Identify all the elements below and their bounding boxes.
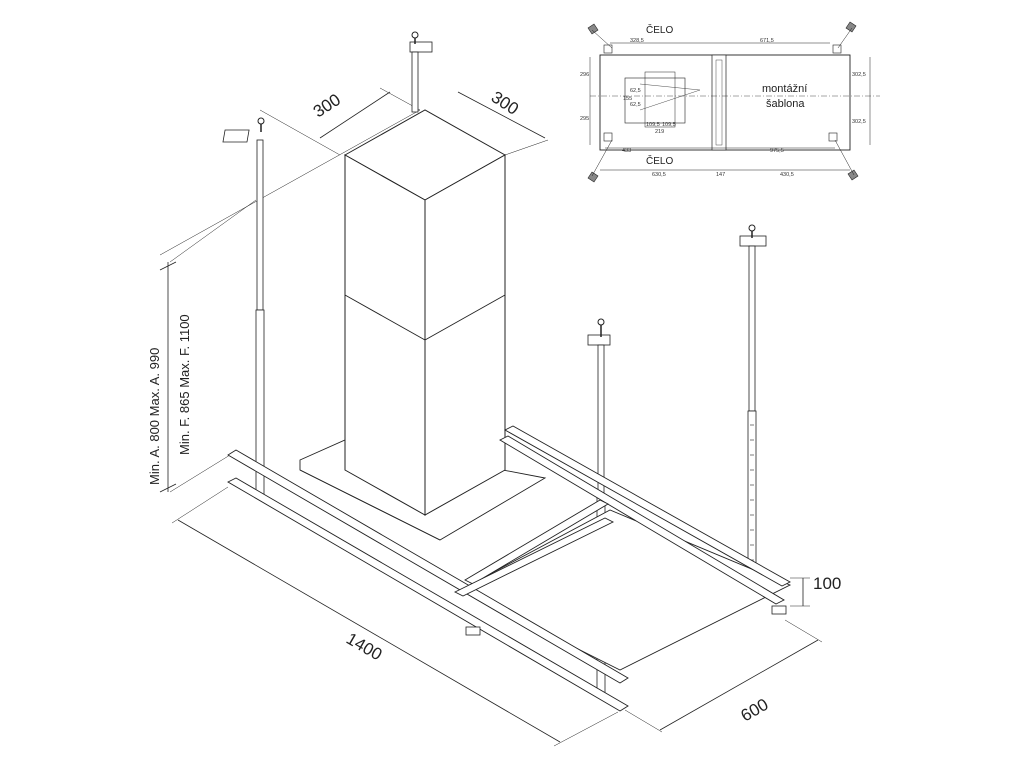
- height-dimension: Min. A. 800 Max. A. 990 Min. F. 865 Max.…: [147, 199, 257, 493]
- template-duct-dim-2: 109,5: [662, 122, 676, 128]
- template-duct-dim-5: 62,5: [630, 88, 641, 94]
- template-dim-right-2: 302,5: [852, 119, 866, 125]
- template-dim-right-1: 302,5: [852, 72, 866, 78]
- template-duct-dim-4: 155: [623, 96, 632, 102]
- template-dim-left-2: 295: [580, 116, 589, 122]
- screw-icon: [834, 139, 859, 181]
- dim-depth-label: 600: [738, 695, 772, 726]
- screw-icon: [837, 21, 857, 49]
- dim-length-label: 1400: [343, 629, 385, 664]
- dim-width-right-label: 300: [488, 87, 522, 118]
- template-dim-top-2: 671,5: [760, 38, 774, 44]
- dim-height-a-label: Min. A. 800 Max. A. 990: [147, 348, 162, 485]
- template-dim-bottom-2: 975,5: [770, 148, 784, 154]
- template-dim-left-1: 296: [580, 72, 589, 78]
- template-dim-lower-2: 147: [716, 172, 725, 178]
- template-duct-dim-1: 109,5: [646, 122, 660, 128]
- template-front-bottom-label: ČELO: [646, 154, 673, 167]
- template-front-top-label: ČELO: [646, 23, 673, 36]
- template-duct-dim-6: 62,5: [630, 102, 641, 108]
- screw-icon: [587, 139, 613, 183]
- template-dim-lower-1: 630,5: [652, 172, 666, 178]
- mounting-template: ČELO ČELO montážní šablona 328,5 671,5 4…: [580, 21, 880, 183]
- screw-icon: [587, 23, 613, 49]
- dim-frame-height-label: 100: [813, 574, 841, 593]
- template-title-line2: šablona: [766, 98, 805, 110]
- ceiling-reference-line: [159, 109, 421, 256]
- mounting-frame: [227, 425, 792, 712]
- template-dim-top-1: 328,5: [630, 38, 644, 44]
- dim-width-left-label: 300: [310, 90, 344, 121]
- template-title-line1: montážní: [762, 83, 807, 95]
- chimney: [343, 109, 507, 516]
- template-dim-bottom-1: 433: [622, 148, 631, 154]
- template-duct-dim-3: 219: [655, 129, 664, 135]
- support-rod-back: [409, 31, 433, 113]
- support-rod-left: [222, 117, 265, 499]
- template-dim-lower-3: 430,5: [780, 172, 794, 178]
- support-rod-right: [739, 224, 767, 584]
- dim-height-f-label: Min. F. 865 Max. F. 1100: [177, 314, 192, 455]
